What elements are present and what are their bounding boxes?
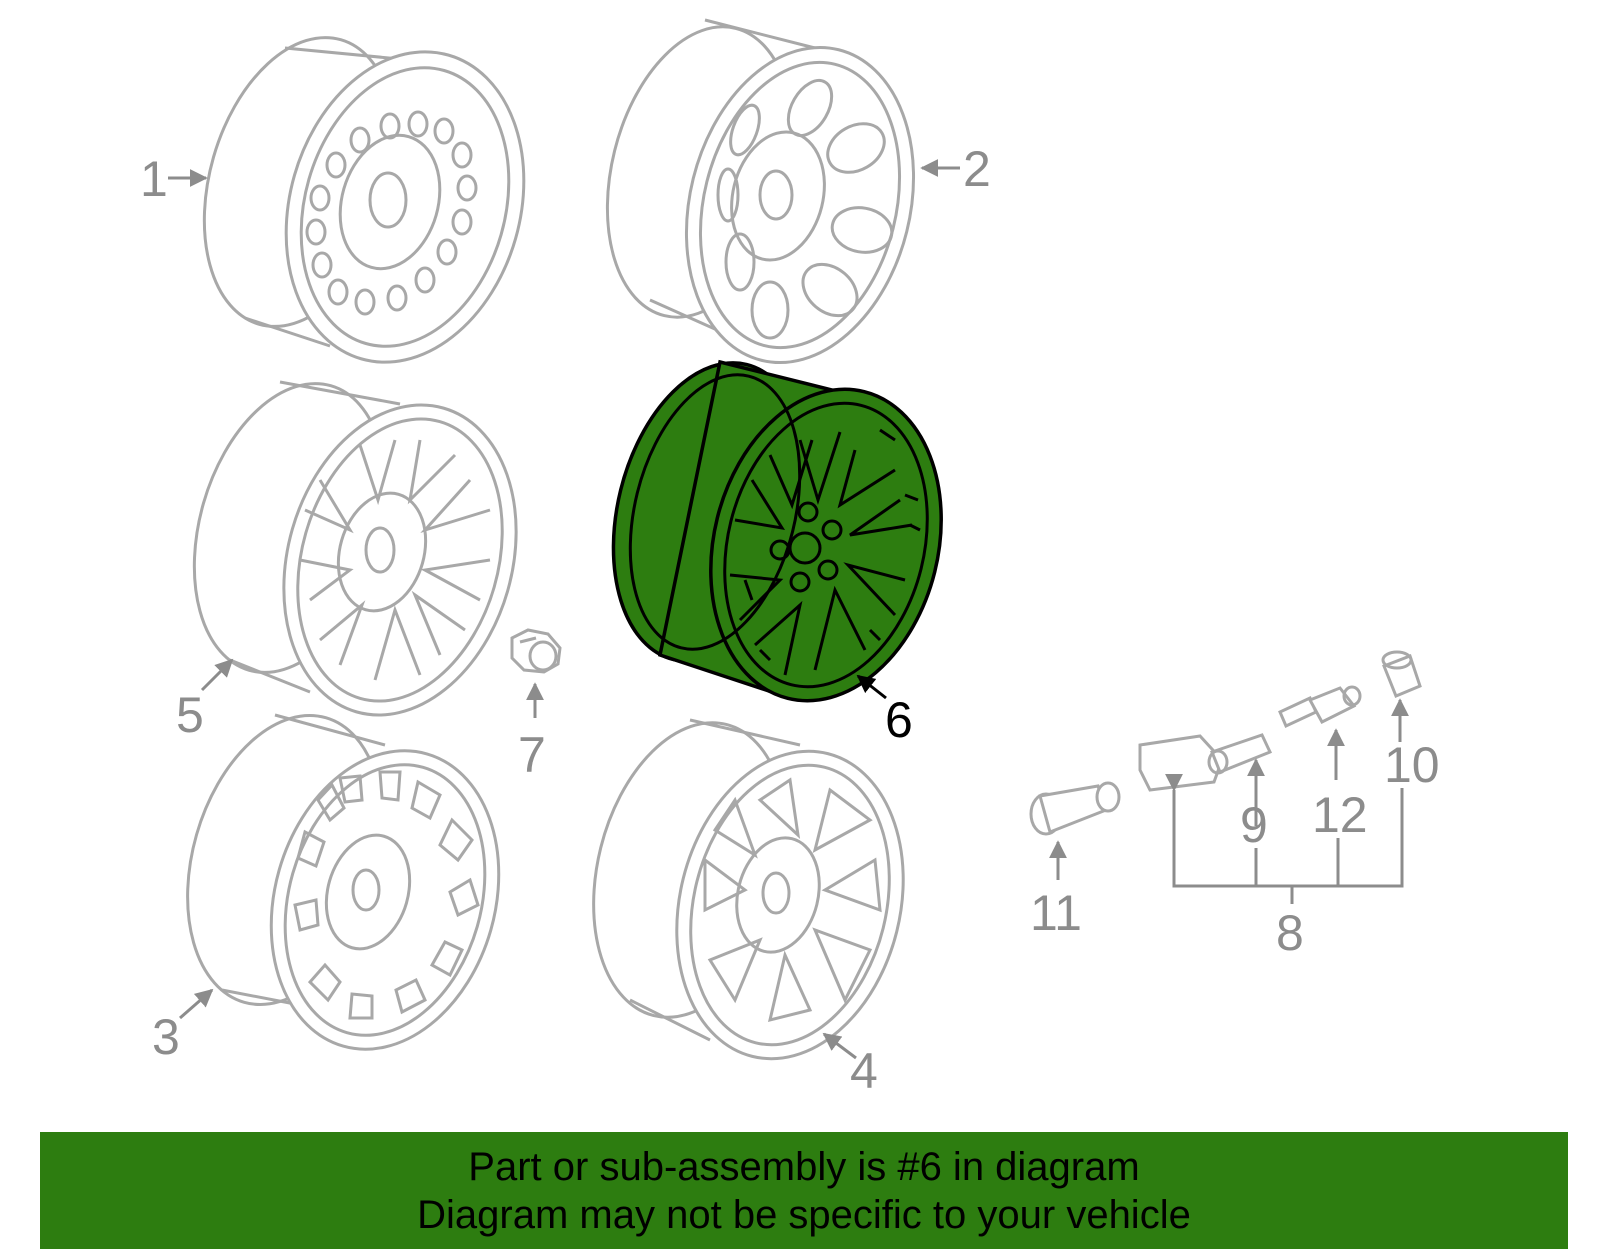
callout-5[interactable]: 5: [176, 658, 234, 743]
callout-4[interactable]: 4: [822, 1032, 878, 1099]
wheel-6[interactable]: [584, 342, 973, 725]
callout-11[interactable]: 11: [1030, 840, 1082, 941]
callout-1[interactable]: 1: [140, 151, 208, 207]
callout-7[interactable]: 7: [518, 682, 546, 783]
svg-text:3: 3: [152, 1009, 180, 1065]
callout-6[interactable]: 6: [856, 674, 913, 748]
callout-3[interactable]: 3: [152, 988, 214, 1065]
wheel-3[interactable]: [156, 692, 533, 1076]
svg-text:12: 12: [1312, 787, 1368, 843]
callout-9[interactable]: 9: [1240, 758, 1268, 853]
svg-text:7: 7: [518, 727, 546, 783]
svg-text:10: 10: [1384, 737, 1440, 793]
wheel-2[interactable]: [579, 7, 946, 387]
svg-text:6: 6: [885, 692, 913, 748]
wheel-4[interactable]: [564, 702, 934, 1083]
tpms-sensor-9[interactable]: [1138, 733, 1273, 792]
svg-text:8: 8: [1276, 905, 1304, 961]
valve-stem-11[interactable]: [1029, 781, 1121, 836]
svg-text:1: 1: [140, 151, 168, 207]
callout-12[interactable]: 12: [1312, 728, 1368, 843]
svg-text:2: 2: [963, 141, 991, 197]
callout-10[interactable]: 10: [1384, 698, 1440, 793]
wheel-5[interactable]: [163, 361, 552, 743]
callout-2[interactable]: 2: [920, 141, 991, 197]
svg-text:11: 11: [1030, 885, 1082, 941]
svg-text:9: 9: [1240, 797, 1268, 853]
callout-8[interactable]: 8: [1165, 773, 1404, 961]
svg-text:4: 4: [850, 1043, 878, 1099]
lug-nut-7[interactable]: [510, 628, 562, 674]
wheel-1[interactable]: [173, 15, 559, 391]
banner-line-1: Part or sub-assembly is #6 in diagram: [468, 1144, 1140, 1189]
valve-cap-10[interactable]: [1381, 650, 1422, 698]
banner-line-2: Diagram may not be specific to your vehi…: [417, 1192, 1191, 1237]
info-banner: Part or sub-assembly is #6 in diagram Di…: [40, 1132, 1568, 1249]
svg-text:5: 5: [176, 687, 204, 743]
valve-core-12[interactable]: [1278, 685, 1362, 729]
